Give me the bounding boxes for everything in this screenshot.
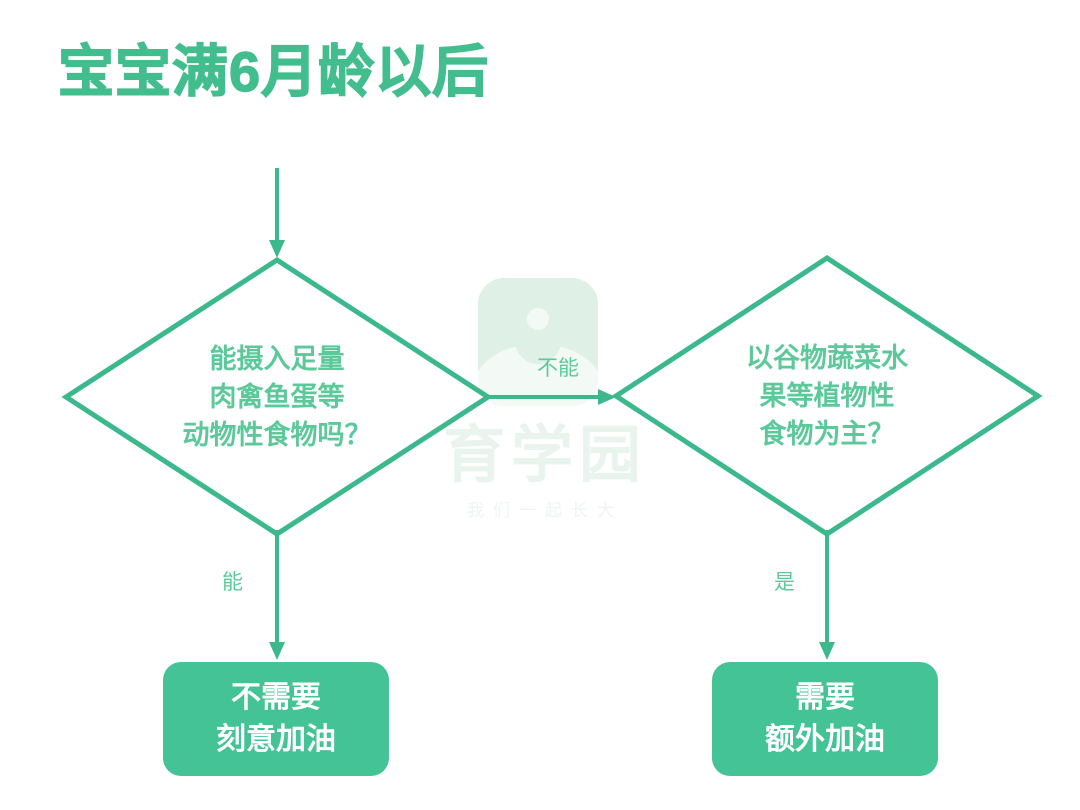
decision-left-line-3: 动物性食物吗？ (182, 420, 372, 451)
decision-right-line-3: 食物为主？ (759, 419, 895, 450)
terminal-left-line-1: 不需要 (231, 681, 321, 714)
arrow-title-to-decision-left (262, 168, 292, 260)
decision-node-right[interactable]: 以谷物蔬菜水 果等植物性 食物为主？ (611, 254, 1043, 538)
decision-node-left[interactable]: 能摄入足量 肉禽鱼蛋等 动物性食物吗？ (61, 256, 493, 538)
page-title: 宝宝满6月龄以后 (57, 39, 490, 103)
terminal-left-line-2: 刻意加油 (216, 723, 336, 756)
decision-left-line-1: 能摄入足量 (209, 343, 345, 374)
edge-label-yes: 是 (774, 571, 795, 594)
decision-left-text: 能摄入足量 肉禽鱼蛋等 动物性食物吗？ (62, 256, 492, 538)
logo-head-shape (527, 308, 549, 330)
decision-right-line-2: 果等植物性 (759, 380, 895, 411)
decision-right-text: 以谷物蔬菜水 果等植物性 食物为主？ (612, 254, 1042, 538)
decision-left-line-2: 肉禽鱼蛋等 (209, 381, 345, 412)
arrow-decision-left-to-decision-right (486, 386, 618, 408)
decision-right-line-1: 以谷物蔬菜水 (746, 342, 908, 373)
terminal-node-left[interactable]: 不需要 刻意加油 (163, 662, 389, 776)
terminal-right-line-2: 额外加油 (765, 723, 885, 756)
arrow-decision-left-to-terminal-left (262, 530, 292, 662)
terminal-right-line-1: 需要 (795, 681, 855, 714)
terminal-node-right[interactable]: 需要 额外加油 (712, 662, 938, 776)
arrow-decision-right-to-terminal-right (812, 530, 842, 662)
edge-label-can: 能 (222, 571, 243, 594)
edge-label-cannot: 不能 (537, 357, 579, 380)
